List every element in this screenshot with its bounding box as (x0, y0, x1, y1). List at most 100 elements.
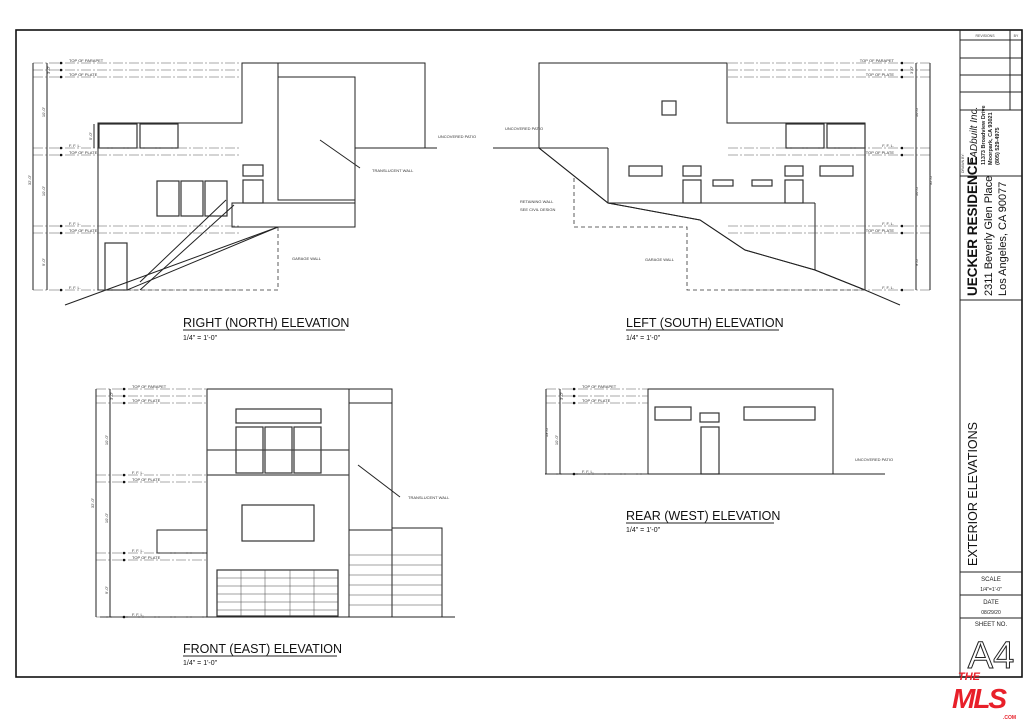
level-marker (572, 472, 576, 476)
level-marker (59, 146, 63, 150)
sheet-title: EXTERIOR ELEVATIONS (966, 422, 980, 566)
elevation-title-right: RIGHT (NORTH) ELEVATION (183, 316, 349, 330)
level-marker (59, 288, 63, 292)
left-south-elevation: UNCOVERED PATIO RETAINING WALL SEE CIVIL… (493, 62, 901, 306)
level-label: TOP OF PARAPET (69, 58, 104, 63)
svg-text:THE: THE (958, 671, 981, 683)
level-label: F. F. L. (882, 143, 894, 148)
retaining-wall-note-2: SEE CIVIL DESIGN (520, 207, 556, 212)
dimension-label: 13'-0" (544, 426, 549, 437)
level-label: F. F. L. (132, 612, 144, 617)
dimension-label: 10'-0" (914, 185, 919, 196)
level-marker (572, 394, 576, 398)
elevation-title-front: FRONT (EAST) ELEVATION (183, 642, 342, 656)
elevation-scale-front: 1/4" = 1'-0" (183, 660, 218, 667)
level-marker (900, 61, 904, 65)
level-marker (59, 224, 63, 228)
level-label: TOP OF PLATE (69, 228, 98, 233)
level-marker (572, 387, 576, 391)
level-label: F. F. L. (69, 285, 81, 290)
level-marker (900, 224, 904, 228)
dimension-label: 10'-0" (554, 434, 559, 445)
title-block: REVISIONS BY DRAWN BY: CADbuilt Inc. 113… (959, 30, 1022, 678)
dimension-label: 9'-0" (104, 585, 109, 594)
project-address1: 2311 Beverly Glen Place (983, 176, 995, 296)
level-label: TOP OF PARAPET (860, 58, 895, 63)
dimension-label: 3'-0" (559, 391, 564, 400)
dimension-label: 10'-0" (104, 434, 109, 445)
by-label: BY (1014, 34, 1019, 38)
level-marker (122, 401, 126, 405)
level-label: F. F. L. (132, 548, 144, 553)
right-north-elevation: 5'-0" TRANSLUCENT WALL GARAGE WALL UNCOV… (64, 62, 476, 306)
elevation-title-left: LEFT (SOUTH) ELEVATION (626, 316, 784, 330)
dimension-label: 32'-0" (27, 174, 32, 185)
dimension-label: 10'-0" (41, 106, 46, 117)
level-marker (122, 480, 126, 484)
retaining-wall-note: RETAINING WALL (520, 199, 554, 204)
level-label: TOP OF PARAPET (582, 384, 617, 389)
scale-label: SCALE (981, 577, 1001, 583)
window-height-dimension: 5'-0" (88, 131, 93, 140)
level-marker (59, 75, 63, 79)
level-marker (900, 231, 904, 235)
project-address2: Los Angeles, CA 90077 (997, 182, 1009, 296)
dimension-label: 9'-0" (41, 257, 46, 266)
scale-value: 1/4"=1'-0" (980, 587, 1002, 593)
level-label: TOP OF PLATE (132, 555, 161, 560)
level-marker (900, 146, 904, 150)
level-marker (900, 153, 904, 157)
drawn-by-label: DRAWN BY: (961, 153, 965, 173)
svg-text:MLS: MLS (952, 683, 1007, 714)
level-marker (900, 288, 904, 292)
rear-west-elevation: UNCOVERED PATIO (545, 388, 893, 475)
level-label: F. F. L. (69, 221, 81, 226)
level-marker (59, 61, 63, 65)
sheet-no-label: SHEET NO. (975, 622, 1008, 628)
elevation-scale-left: 1/4" = 1'-0" (626, 335, 661, 342)
level-marker (900, 68, 904, 72)
level-marker (122, 551, 126, 555)
level-marker (122, 615, 126, 619)
level-label: TOP OF PLATE (866, 72, 895, 77)
elevation-scale-rear: 1/4" = 1'-0" (626, 527, 661, 534)
level-marker (122, 473, 126, 477)
level-label: F. F. L. (132, 470, 144, 475)
level-label: F. F. L. (882, 285, 894, 290)
level-marker (59, 153, 63, 157)
elevation-scale-right: 1/4" = 1'-0" (183, 335, 218, 342)
level-label: F. F. L. (582, 469, 594, 474)
sheet-border (15, 29, 1023, 678)
dimension-label: 3'-0" (46, 65, 51, 74)
level-marker (122, 558, 126, 562)
firm-address2: Moorpark, CA 93021 (988, 112, 994, 165)
dimension-label: 10'-0" (41, 185, 46, 196)
level-markers: TOP OF PARAPET TOP OF PLATE F. F. L. TOP OF… (27, 58, 933, 619)
garage-wall-note: GARAGE WALL (645, 257, 675, 262)
svg-text:.COM: .COM (1003, 715, 1016, 720)
front-east-elevation: TRANSLUCENT WALL (100, 388, 455, 618)
date-value: 08/29/20 (981, 610, 1001, 616)
level-marker (59, 68, 63, 72)
dimension-label: 9'-0" (914, 257, 919, 266)
level-label: TOP OF PLATE (69, 150, 98, 155)
level-label: TOP OF PLATE (866, 228, 895, 233)
dimension-label: 10'-0" (104, 512, 109, 523)
dimension-label: 3'-0" (909, 65, 914, 74)
firm-address1: 11373 Broadview Drive (981, 105, 987, 165)
dimension-label: 32'-0" (90, 497, 95, 508)
level-label: TOP OF PARAPET (132, 384, 167, 389)
mls-logo: THE MLS .COM (952, 671, 1016, 720)
project-name: UECKER RESIDENCE (965, 156, 980, 296)
sheet-number: A4 (968, 635, 1014, 677)
translucent-wall-note: TRANSLUCENT WALL (372, 168, 414, 173)
revisions-label: REVISIONS (975, 34, 995, 38)
date-label: DATE (983, 600, 999, 606)
level-label: TOP OF PLATE (132, 398, 161, 403)
elevation-titles: RIGHT (NORTH) ELEVATION 1/4" = 1'-0" LEF… (183, 316, 784, 667)
dimension-label: 10'-0" (914, 106, 919, 117)
level-marker (59, 231, 63, 235)
level-marker (122, 394, 126, 398)
level-marker (572, 401, 576, 405)
patio-note: UNCOVERED PATIO (505, 126, 543, 131)
